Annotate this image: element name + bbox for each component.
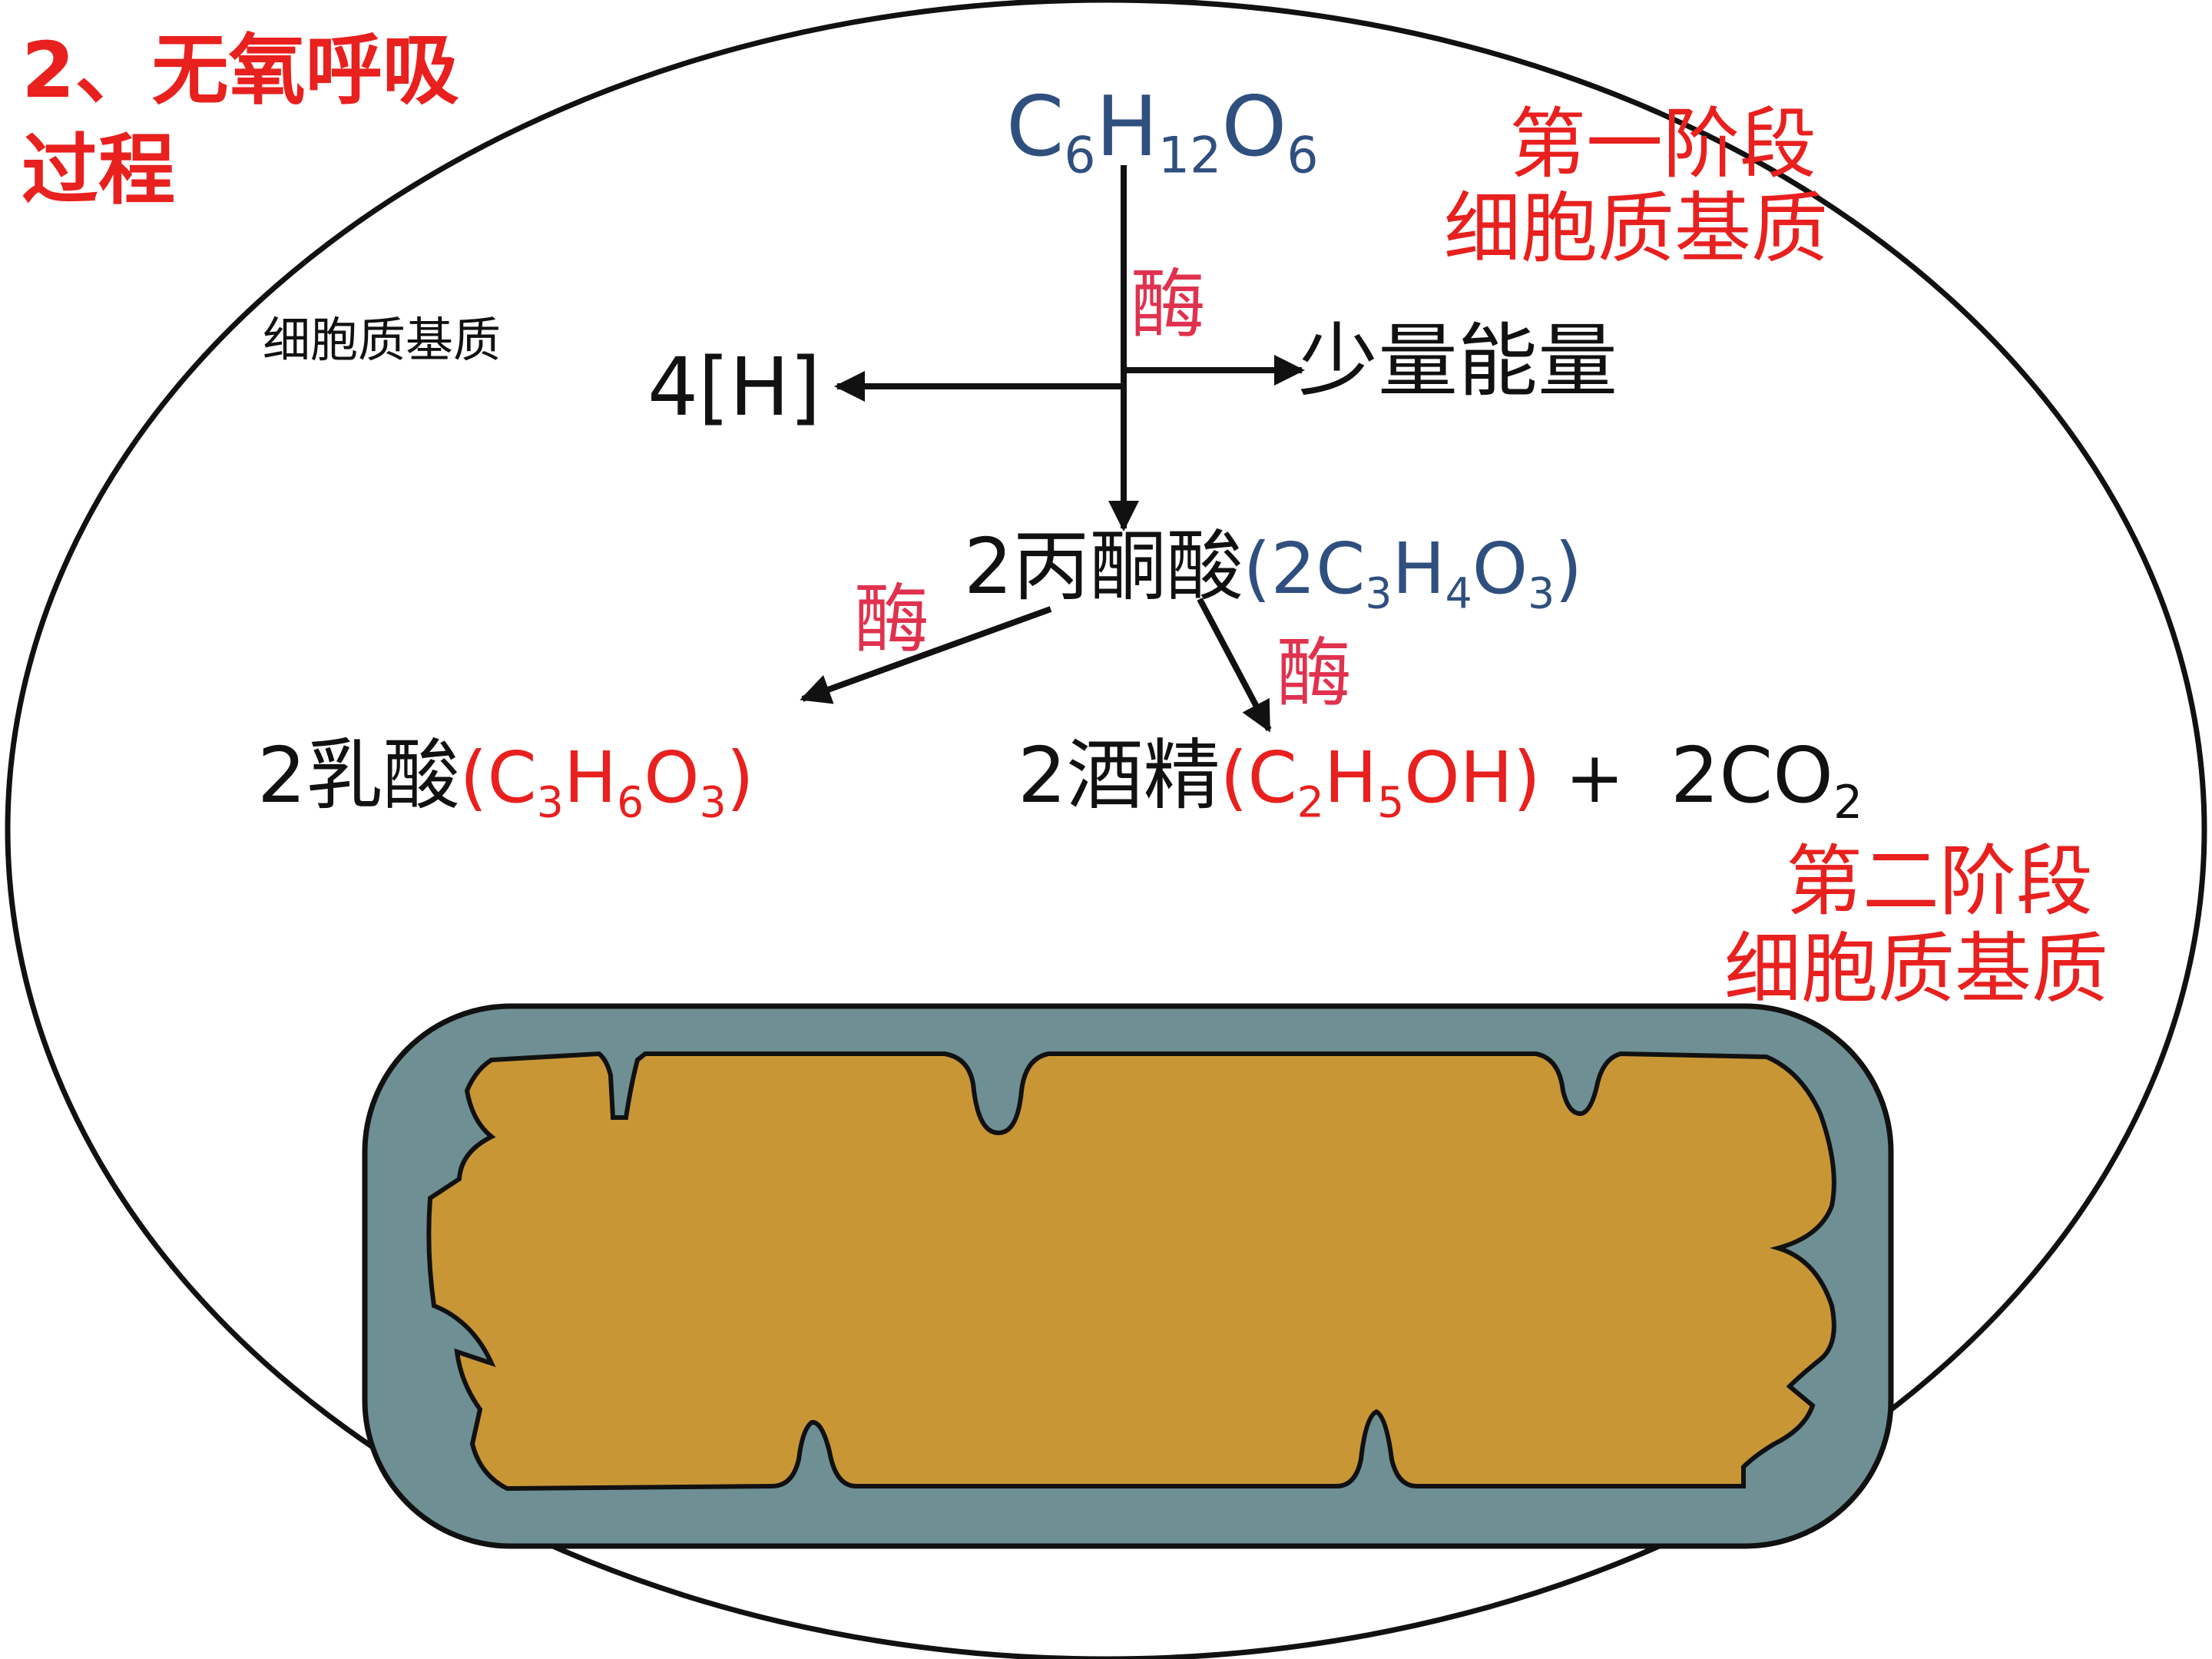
pyruvate: 2丙酮酸(2C3H4O3) [964,528,1582,616]
title-line-1: 2、无氧呼吸 [22,25,459,115]
co2-product: 2CO2 [1670,730,1863,830]
stage1-name: 第一阶段 [1509,99,1816,189]
enzyme-label-stage1: 酶 [1131,261,1207,349]
stage2-location: 细胞质基质 [1724,924,2108,1014]
lactic-acid: 2乳酸(C3H6O3) [257,737,754,825]
lactic-acid-formula: (C3H6O3) [459,737,754,828]
alcohol-products: 2酒精(C2H5OH)+2CO2 [1018,737,1863,826]
plus-sign: + [1565,737,1624,819]
pyruvate-name: 2丙酮酸 [964,522,1243,611]
alcohol-formula: (C2H5OH) [1220,737,1541,828]
mitochondrion-matrix [426,1051,1836,1492]
title-line-2: 过程 [22,125,175,215]
mitochondrion [362,1003,1894,1549]
arrow-to-lactic-acid [800,606,1052,704]
cell-boundary [5,0,2207,1659]
stage2-name: 第二阶段 [1786,836,2093,926]
lactic-acid-name: 2乳酸 [257,730,460,820]
stage1-location: 细胞质基质 [1444,184,1828,273]
glucose-formula: C6H12O6 [1006,79,1319,185]
cytoplasm-label: 细胞质基质 [263,312,502,368]
enzyme-label-alcohol: 酶 [1277,630,1353,717]
pyruvate-formula: (2C3H4O3) [1243,528,1583,619]
enzyme-label-lactic: 酶 [854,576,930,664]
hydrogen-product: 4[H] [647,340,821,434]
arrow-to-alcohol [1197,598,1272,733]
energy-product: 少量能量 [1298,314,1618,408]
alcohol-name: 2酒精 [1018,730,1220,820]
